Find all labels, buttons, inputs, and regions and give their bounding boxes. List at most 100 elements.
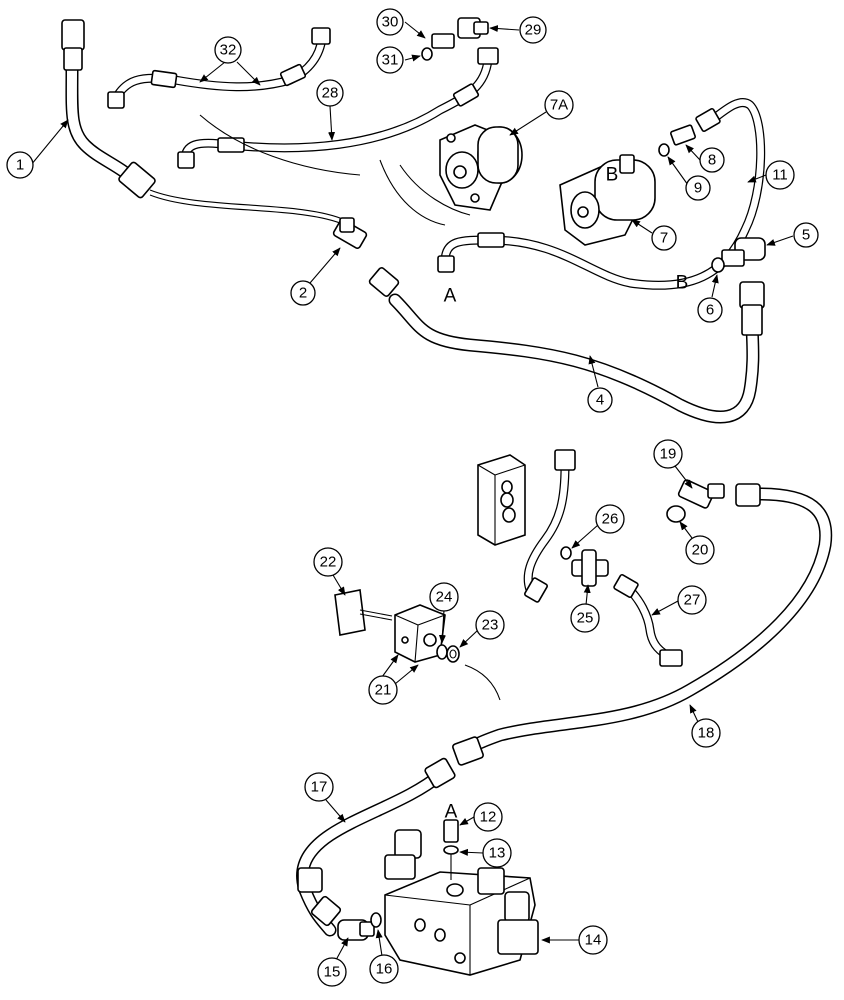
elbow-fitting-5 [721, 237, 766, 267]
callout-31: 31 [376, 46, 404, 74]
callout-7a: 7A [544, 90, 574, 120]
tee-fitting-25 [571, 549, 609, 587]
svg-text:20: 20 [692, 542, 709, 559]
tube-32 [107, 27, 331, 109]
callout-5: 5 [793, 222, 819, 248]
callout-23: 23 [475, 610, 505, 640]
callout-13: 13 [482, 838, 512, 868]
svg-text:6: 6 [706, 302, 714, 319]
letter-b-port: B [676, 273, 689, 294]
svg-text:18: 18 [698, 725, 715, 742]
callout-20: 20 [685, 535, 715, 565]
callout-22: 22 [313, 547, 343, 577]
svg-text:12: 12 [480, 809, 497, 826]
callout-7: 7 [651, 225, 677, 251]
svg-text:17: 17 [311, 779, 328, 796]
hose-17 [296, 757, 456, 937]
manifold-block [477, 454, 526, 546]
callout-9: 9 [685, 175, 711, 201]
svg-text:13: 13 [489, 845, 506, 862]
callout-11: 11 [765, 160, 795, 190]
fitting-12 [443, 819, 459, 843]
svg-text:9: 9 [694, 180, 702, 197]
svg-text:24: 24 [436, 589, 453, 606]
svg-text:31: 31 [382, 52, 399, 69]
svg-text:8: 8 [708, 152, 716, 169]
fitting-19 [677, 479, 725, 509]
svg-text:11: 11 [772, 167, 788, 184]
callout-32: 32 [214, 36, 242, 64]
svg-text:15: 15 [324, 964, 341, 981]
letter-a-valve: A [445, 802, 458, 823]
callout-14: 14 [578, 925, 608, 955]
letter-a-top: A [444, 286, 457, 307]
hose-4 [368, 267, 765, 424]
callout-28: 28 [316, 79, 344, 107]
svg-text:16: 16 [376, 961, 393, 978]
callout-27: 27 [677, 585, 707, 615]
oring-9 [658, 143, 670, 157]
svg-text:28: 28 [322, 85, 339, 102]
svg-text:25: 25 [577, 610, 594, 627]
callout-18: 18 [691, 718, 721, 748]
hose-1 [61, 19, 346, 226]
svg-text:7: 7 [660, 230, 668, 247]
pump-7 [559, 154, 656, 246]
svg-text:14: 14 [585, 932, 602, 949]
valve-body-14 [384, 829, 539, 976]
callout-30: 30 [376, 8, 404, 36]
callout-16: 16 [369, 954, 399, 984]
tube-27 [613, 574, 683, 667]
callout-19: 19 [653, 439, 683, 469]
svg-text:30: 30 [382, 14, 399, 31]
svg-text:5: 5 [802, 227, 810, 244]
nut-23 [446, 645, 460, 663]
callout-6: 6 [697, 297, 723, 323]
callout-25: 25 [570, 603, 600, 633]
svg-text:19: 19 [660, 446, 677, 463]
callout-24: 24 [429, 582, 459, 612]
fitting-8 [670, 124, 696, 146]
callout-26: 26 [595, 504, 625, 534]
svg-text:29: 29 [525, 22, 542, 39]
plate-22 [334, 589, 393, 636]
svg-text:22: 22 [320, 554, 337, 571]
pump-7a [439, 124, 523, 211]
oring-6 [711, 257, 725, 273]
svg-text:1: 1 [16, 157, 24, 174]
svg-text:23: 23 [482, 617, 499, 634]
callout-1: 1 [6, 151, 34, 179]
callout-21: 21 [368, 675, 398, 705]
callout-8: 8 [699, 147, 725, 173]
washer-24 [436, 644, 448, 660]
letter-b-pump: B [606, 165, 619, 186]
svg-text:7A: 7A [550, 97, 568, 114]
callout-4: 4 [587, 387, 613, 413]
fitting-30-connector [431, 33, 455, 49]
callout-17: 17 [304, 772, 334, 802]
callout-12: 12 [473, 802, 503, 832]
svg-text:2: 2 [299, 285, 307, 302]
fitting-29-elbow [457, 17, 489, 39]
oring-20 [666, 505, 686, 523]
oring-16 [370, 912, 382, 928]
callout-2: 2 [290, 280, 316, 306]
svg-text:21: 21 [375, 682, 392, 699]
block-21 [394, 604, 446, 663]
hose-11 [437, 98, 766, 290]
tube-28 [177, 47, 499, 169]
callout-15: 15 [317, 957, 347, 987]
svg-text:4: 4 [596, 392, 604, 409]
hose-18 [452, 483, 833, 766]
callout-29: 29 [519, 16, 547, 44]
hose-manifold [523, 449, 576, 603]
svg-text:27: 27 [684, 592, 701, 609]
elbow-fitting-15 [337, 919, 375, 941]
svg-text:26: 26 [602, 511, 619, 528]
oring-26 [560, 546, 572, 560]
oring-31 [421, 47, 433, 61]
oring-13 [443, 845, 459, 855]
svg-text:32: 32 [220, 42, 237, 59]
tee-fitting-2 [332, 217, 368, 249]
